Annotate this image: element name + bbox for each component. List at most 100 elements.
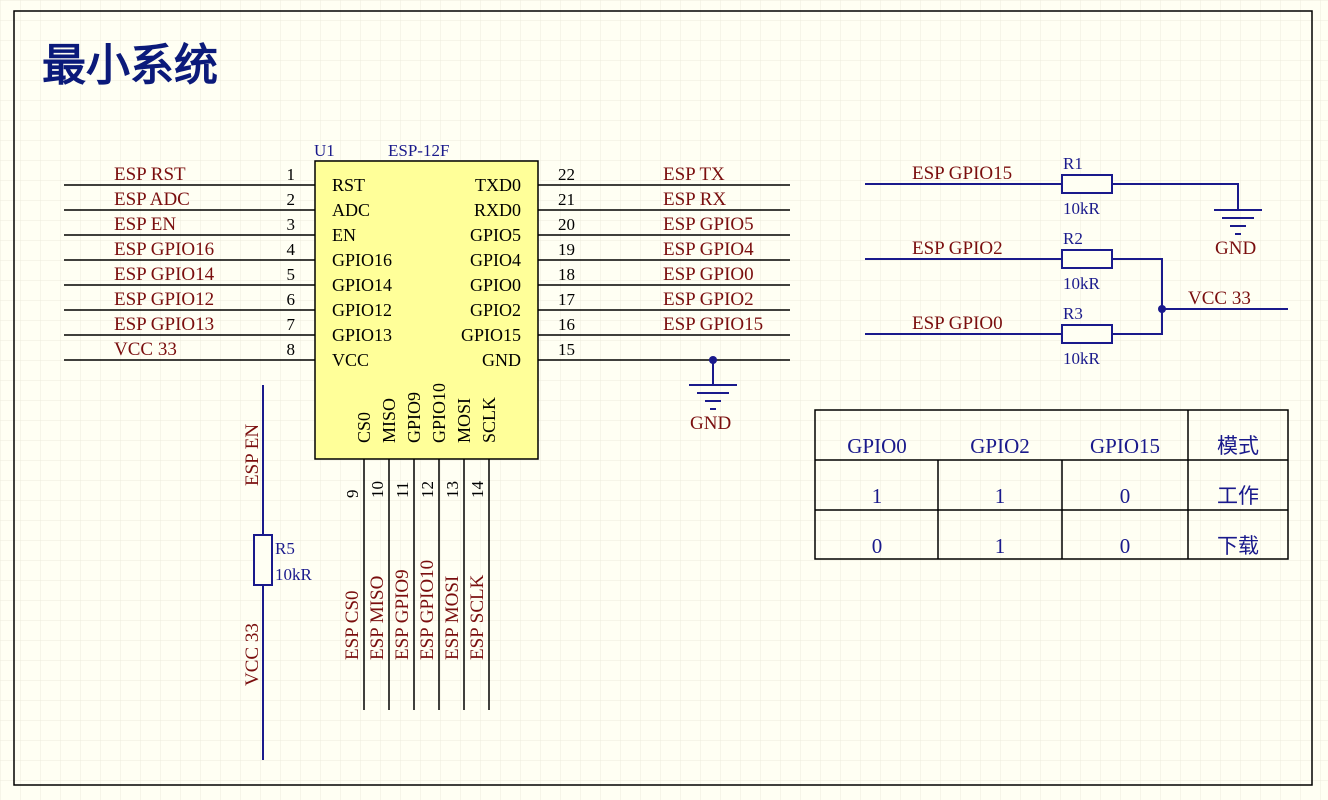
net-label: ESP GPIO15	[663, 314, 763, 335]
pin-number: 12	[418, 481, 437, 498]
pin-name: GPIO13	[332, 325, 392, 345]
pin-name: SCLK	[479, 397, 499, 443]
net-label: VCC 33	[1188, 288, 1251, 309]
wire	[1112, 183, 1239, 210]
pin-name: GPIO4	[470, 250, 521, 270]
table-cell: 0	[1120, 534, 1131, 558]
mode-table	[814, 409, 1289, 560]
net-label: ESP EN	[242, 424, 263, 486]
junction-dot	[1158, 305, 1166, 313]
pin-name: GPIO0	[470, 275, 521, 295]
ground-label: GND	[1215, 238, 1256, 259]
pin-name: EN	[332, 225, 356, 245]
net-label: ESP GPIO14	[114, 264, 215, 285]
net-label: ESP GPIO2	[912, 238, 1003, 259]
pin-number: 16	[558, 315, 575, 334]
mode-table-cells: GPIO0 GPIO2 GPIO15 模式 1 1 0 工作 0 1 0 下载	[847, 434, 1259, 558]
pin-number: 8	[287, 340, 296, 359]
pin-name: GPIO15	[461, 325, 521, 345]
chip-part-name: ESP-12F	[388, 141, 449, 160]
pin-name: GPIO2	[470, 300, 521, 320]
net-label: ESP MOSI	[442, 576, 463, 660]
pin-name: GPIO14	[332, 275, 392, 295]
pin-name: CS0	[354, 412, 374, 443]
resistor-r1	[1061, 174, 1113, 194]
pin-number: 10	[368, 481, 387, 498]
table-header: 模式	[1217, 434, 1259, 458]
table-cell: 1	[995, 534, 1006, 558]
net-label: ESP GPIO5	[663, 214, 754, 235]
pin-name: TXD0	[475, 175, 521, 195]
resistor-r2	[1061, 249, 1113, 269]
resistor-value: 10kR	[1063, 274, 1101, 293]
table-header: GPIO0	[847, 434, 907, 458]
pin-number: 3	[287, 215, 296, 234]
resistor-value: 10kR	[1063, 349, 1101, 368]
pin-name: GPIO12	[332, 300, 392, 320]
net-label: ESP MISO	[367, 576, 388, 660]
table-cell: 1	[872, 484, 883, 508]
resistor-designator: R1	[1063, 154, 1083, 173]
net-label: ESP GPIO15	[912, 163, 1012, 184]
net-label: ESP GPIO10	[417, 560, 438, 660]
pin-number: 19	[558, 240, 575, 259]
resistor-r3	[1061, 324, 1113, 344]
table-cell: 1	[995, 484, 1006, 508]
pin-number: 13	[443, 481, 462, 498]
chip-designator: U1	[314, 141, 335, 160]
pin-number: 1	[287, 165, 296, 184]
resistor-designator: R2	[1063, 229, 1083, 248]
ground-symbol	[1214, 209, 1262, 235]
pin-number: 6	[287, 290, 296, 309]
net-label: VCC 33	[114, 339, 177, 360]
resistor-value: 10kR	[275, 565, 313, 584]
net-label: ESP RST	[114, 164, 186, 185]
table-cell: 0	[872, 534, 883, 558]
pin-name: GPIO10	[429, 383, 449, 443]
net-label: ESP GPIO16	[114, 239, 214, 260]
page-title: 最小系统	[42, 40, 218, 91]
resistor-value: 10kR	[1063, 199, 1101, 218]
pin-number: 17	[558, 290, 576, 309]
resistor-designator: R5	[275, 539, 295, 558]
pin-name: GND	[482, 350, 521, 370]
resistor-r5	[253, 534, 273, 586]
pin-number: 18	[558, 265, 575, 284]
table-header: GPIO15	[1090, 434, 1160, 458]
ground-label: GND	[690, 413, 731, 434]
net-label: ESP CS0	[342, 590, 363, 660]
pin-number: 4	[287, 240, 296, 259]
table-header: GPIO2	[970, 434, 1030, 458]
pin-number: 9	[343, 490, 362, 499]
net-label: ESP GPIO2	[663, 289, 754, 310]
pin-name: GPIO16	[332, 250, 392, 270]
net-label: ESP GPIO12	[114, 289, 214, 310]
net-label: ESP SCLK	[467, 574, 488, 660]
net-label: ESP GPIO4	[663, 239, 754, 260]
net-label: ESP RX	[663, 189, 726, 210]
pin-name: VCC	[332, 350, 369, 370]
chip-body	[314, 160, 539, 460]
pin-name: RXD0	[474, 200, 521, 220]
pin-name: ADC	[332, 200, 370, 220]
table-cell: 0	[1120, 484, 1131, 508]
pin-name: MISO	[379, 398, 399, 443]
net-label: ESP GPIO0	[663, 264, 754, 285]
net-label: VCC 33	[242, 623, 263, 686]
pin-number: 2	[287, 190, 296, 209]
pin-name: GPIO5	[470, 225, 521, 245]
pin-number: 7	[287, 315, 296, 334]
pin-number: 11	[393, 482, 412, 498]
net-label: ESP EN	[114, 214, 176, 235]
net-label: ESP GPIO13	[114, 314, 214, 335]
pin-name: MOSI	[454, 398, 474, 443]
pin-name: GPIO9	[404, 392, 424, 443]
table-cell: 下载	[1217, 534, 1259, 558]
table-cell: 工作	[1217, 484, 1259, 508]
net-label: ESP ADC	[114, 189, 190, 210]
pin-number: 21	[558, 190, 575, 209]
